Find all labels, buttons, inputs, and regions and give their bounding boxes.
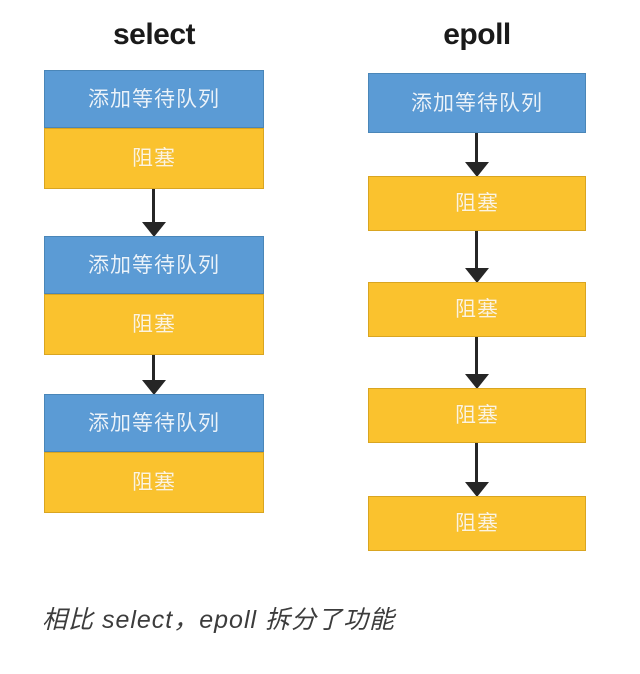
diagram-caption: 相比 select，epoll 拆分了功能 [42, 606, 396, 634]
epoll-add-wait-queue-box: 添加等待队列 [368, 73, 586, 133]
epoll-arrow-4 [464, 443, 490, 497]
arrow-head [465, 162, 489, 177]
epoll-block-box-1: 阻塞 [368, 176, 586, 231]
select-block-box-1: 阻塞 [44, 128, 264, 189]
epoll-arrow-1 [464, 133, 490, 177]
select-block-box-2: 阻塞 [44, 294, 264, 355]
arrow-shaft [152, 189, 155, 223]
select-add-wait-queue-box-2: 添加等待队列 [44, 236, 264, 294]
select-column-title: select [112, 18, 196, 51]
arrow-shaft [475, 443, 478, 483]
select-block-box-3: 阻塞 [44, 452, 264, 513]
arrow-head [142, 380, 166, 395]
arrow-head [465, 374, 489, 389]
epoll-block-box-4: 阻塞 [368, 496, 586, 551]
arrow-head [465, 482, 489, 497]
arrow-shaft [475, 133, 478, 163]
select-arrow-1 [141, 189, 167, 237]
select-arrow-2 [141, 355, 167, 395]
epoll-arrow-3 [464, 337, 490, 389]
epoll-arrow-2 [464, 231, 490, 283]
epoll-block-box-2: 阻塞 [368, 282, 586, 337]
arrow-head [465, 268, 489, 283]
arrow-head [142, 222, 166, 237]
arrow-shaft [152, 355, 155, 381]
select-add-wait-queue-box-1: 添加等待队列 [44, 70, 264, 128]
select-add-wait-queue-box-3: 添加等待队列 [44, 394, 264, 452]
epoll-block-box-3: 阻塞 [368, 388, 586, 443]
epoll-column-title: epoll [443, 18, 511, 51]
arrow-shaft [475, 231, 478, 269]
arrow-shaft [475, 337, 478, 375]
